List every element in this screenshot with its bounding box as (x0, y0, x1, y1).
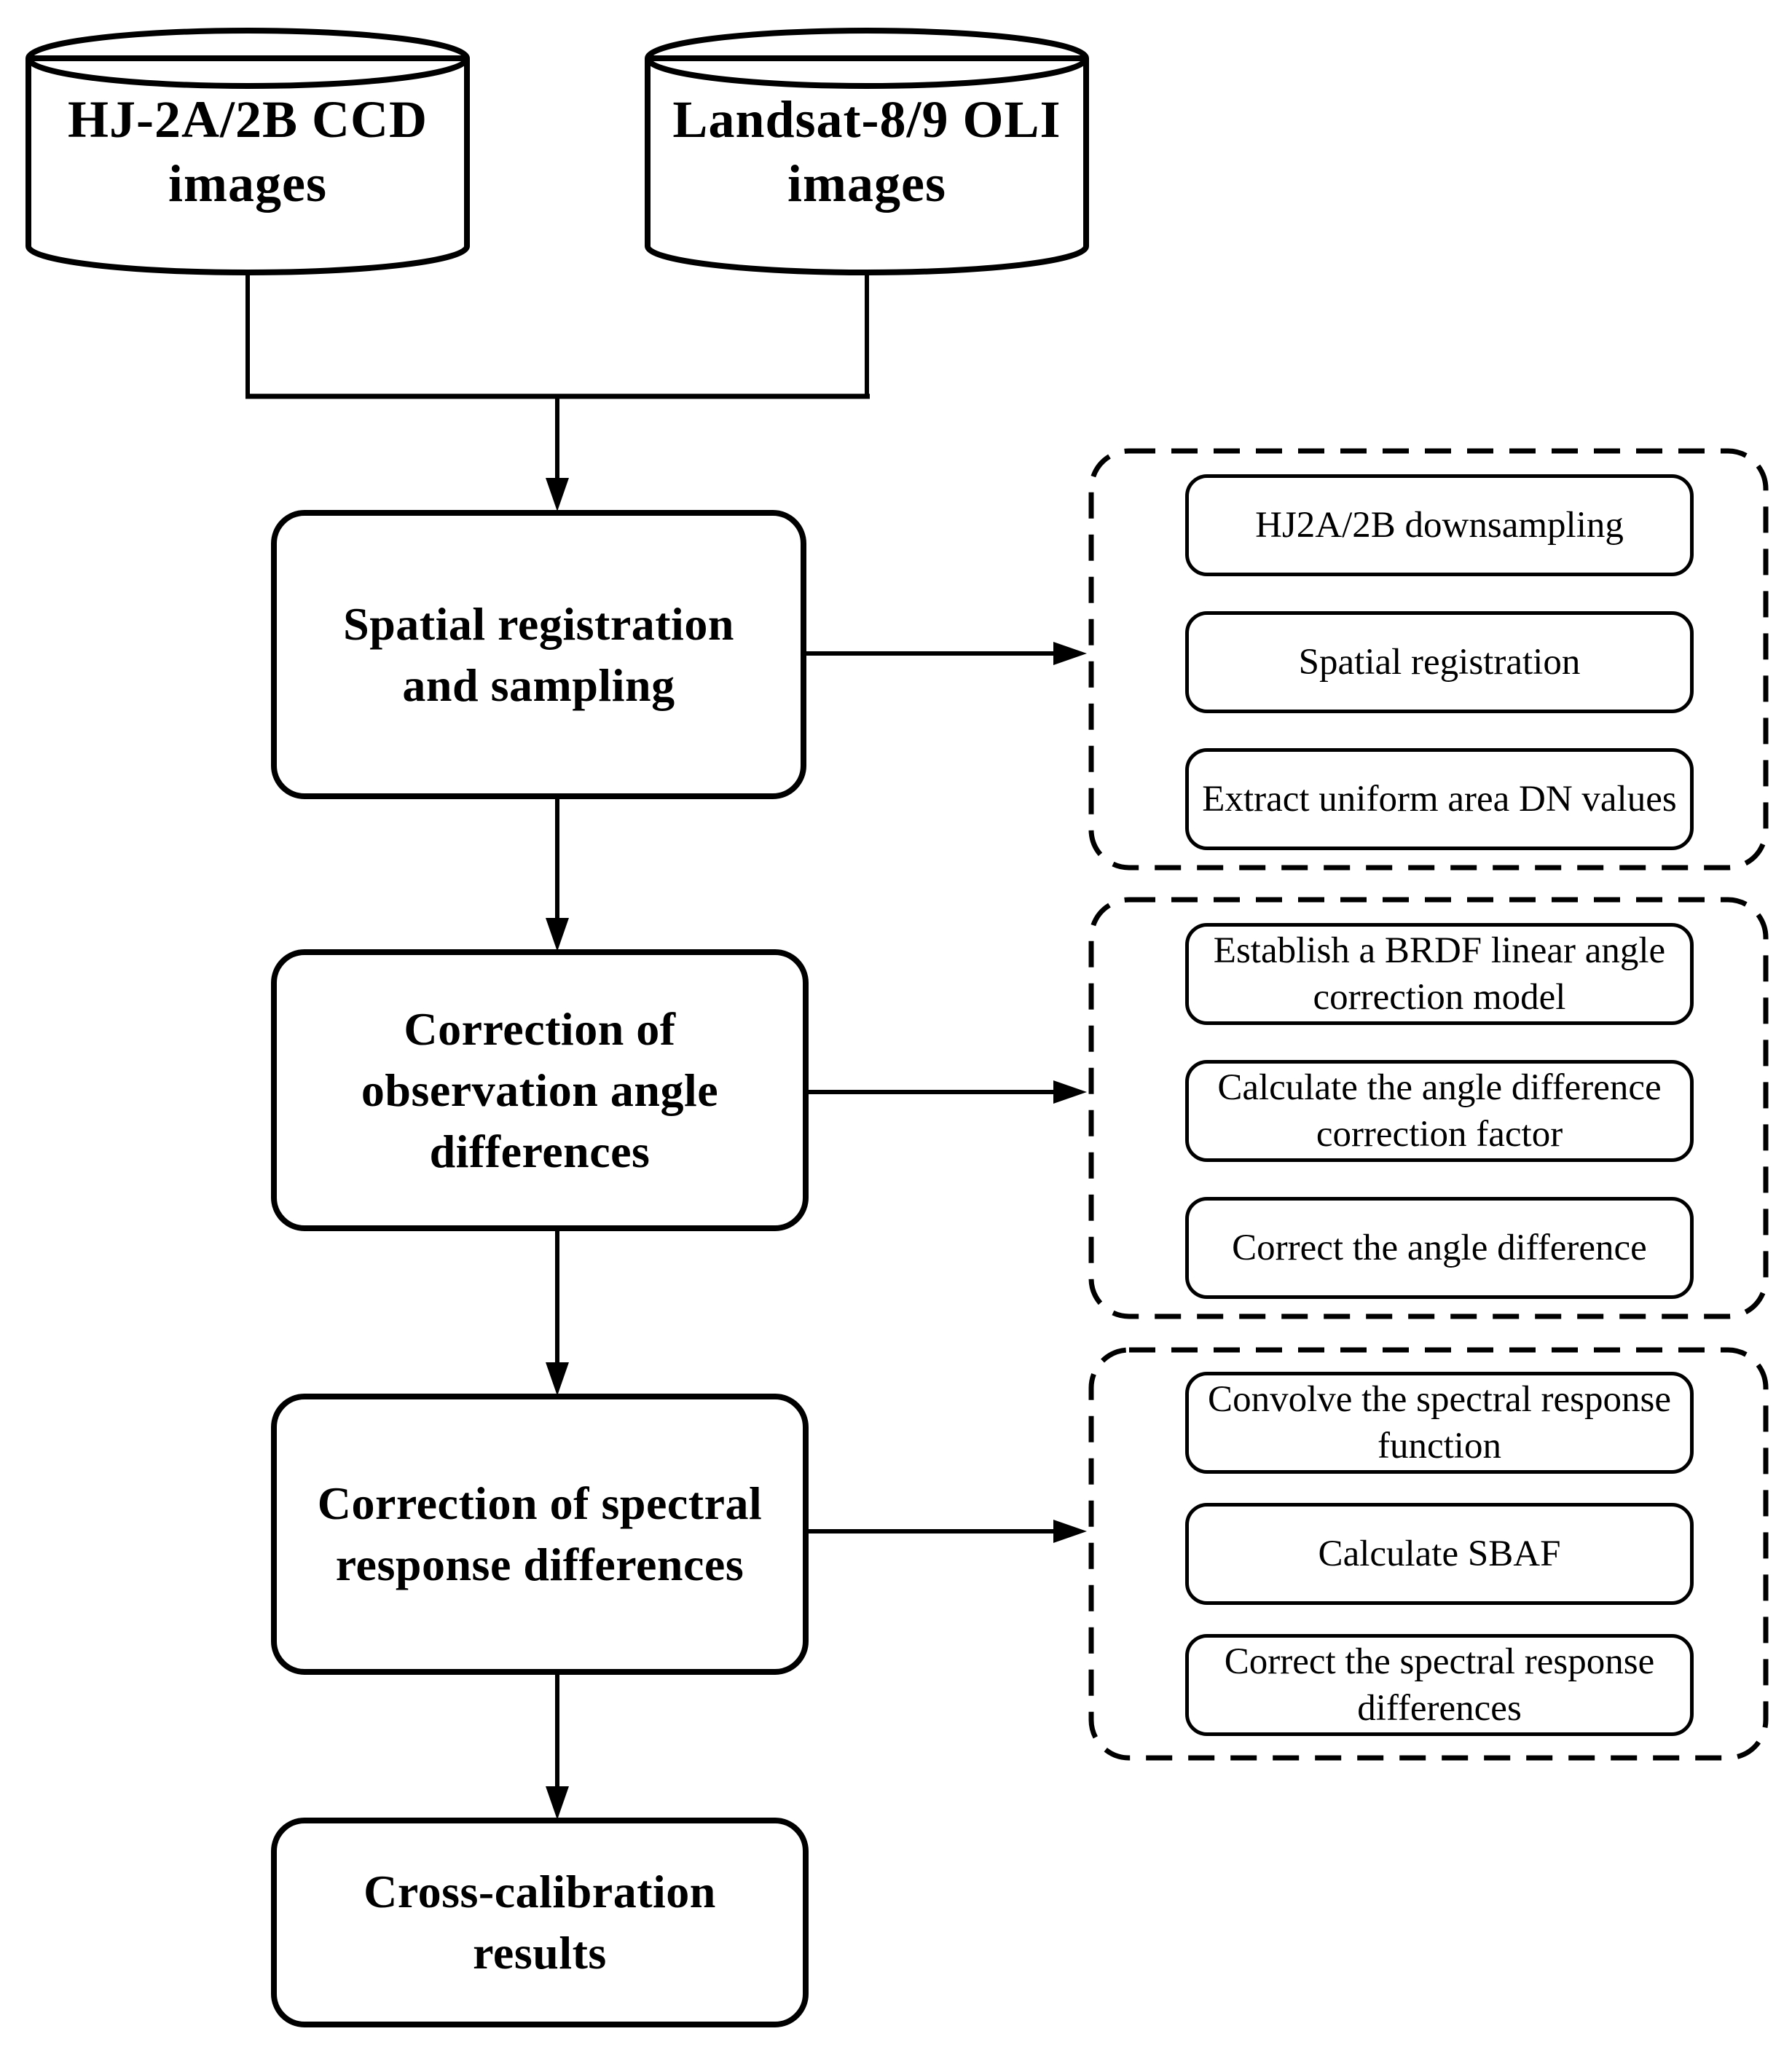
cylinder-label-line: images (787, 154, 946, 213)
step-label-line: differences (429, 1125, 651, 1177)
detail-box-hj-downsampling: HJ2A/2B downsampling (1185, 474, 1694, 576)
detail-label-line: Convolve the spectral response (1208, 1379, 1671, 1420)
step-box-spatial-registration: Spatial registration and sampling (271, 510, 806, 799)
detail-box-angle-correction-factor: Calculate the angle difference correctio… (1185, 1060, 1694, 1162)
step-label-line: Correction of spectral (317, 1477, 763, 1529)
detail-box-extract-dn-values: Extract uniform area DN values (1185, 748, 1694, 850)
detail-label-line: Spatial registration (1298, 642, 1581, 683)
step-label-line: observation angle (361, 1064, 719, 1116)
step-label-line: results (473, 1927, 607, 1979)
detail-label-line: Correct the spectral response (1224, 1641, 1655, 1682)
detail-label-line: function (1378, 1426, 1501, 1466)
detail-box-convolve-srf: Convolve the spectral response function (1185, 1372, 1694, 1474)
arrow-step3-to-details (803, 1520, 1087, 1543)
step-box-angle-correction: Correction of observation angle differen… (271, 949, 809, 1231)
detail-label-line: differences (1357, 1688, 1522, 1729)
arrow-step2-to-details (803, 1080, 1087, 1104)
step-label-line: Spatial registration (343, 597, 734, 650)
arrowhead-down-icon (546, 918, 569, 951)
detail-box-correct-spectral-differences: Correct the spectral response difference… (1185, 1634, 1694, 1736)
arrowhead-down-icon (546, 1786, 569, 1820)
detail-box-calculate-sbaf: Calculate SBAF (1185, 1503, 1694, 1605)
step-label-line: and sampling (402, 659, 675, 711)
step-label-line: response differences (335, 1539, 744, 1590)
step-label-line: Correction of (404, 1002, 676, 1055)
dashed-group-spectral (1088, 1347, 1769, 1761)
arrow-step2-to-step3 (546, 1231, 569, 1396)
dashed-group-angle (1088, 897, 1769, 1319)
detail-label-line: Establish a BRDF linear angle (1213, 930, 1666, 971)
detail-label-line: correction model (1313, 977, 1566, 1018)
arrowhead-right-icon (1053, 1520, 1087, 1543)
cylinder-label-line: Landsat-8/9 OLI (672, 90, 1061, 149)
cylinder-label-line: HJ-2A/2B CCD (68, 90, 428, 149)
detail-label-line: correction factor (1316, 1114, 1563, 1155)
step-box-cross-calibration-results: Cross-calibration results (271, 1818, 809, 2027)
arrowhead-right-icon (1053, 1080, 1087, 1104)
cylinder-label-line: images (168, 154, 327, 213)
cylinder-landsat-oli (645, 28, 1089, 275)
detail-label-line: HJ2A/2B downsampling (1255, 505, 1624, 546)
detail-label-line: Extract uniform area DN values (1202, 779, 1677, 820)
dashed-group-sampling (1088, 448, 1769, 871)
step-label-line: Cross-calibration (363, 1866, 716, 1917)
step-box-spectral-correction: Correction of spectral response differen… (271, 1394, 809, 1675)
detail-label-line: Correct the angle difference (1232, 1228, 1647, 1268)
detail-label-line: Calculate the angle difference (1217, 1067, 1662, 1108)
arrow-step3-to-step4 (546, 1673, 569, 1820)
arrowhead-down-icon (546, 1362, 569, 1396)
cylinder-label-landsat-oli: Landsat-8/9 OLI images (648, 87, 1086, 216)
detail-box-correct-angle-difference: Correct the angle difference (1185, 1197, 1694, 1299)
detail-label-line: Calculate SBAF (1318, 1533, 1561, 1574)
detail-box-spatial-registration: Spatial registration (1185, 611, 1694, 713)
cylinder-label-hj-ccd: HJ-2A/2B CCD images (28, 87, 467, 216)
arrow-to-step-1 (546, 396, 569, 511)
detail-box-brdf-model: Establish a BRDF linear angle correction… (1185, 923, 1694, 1025)
arrowhead-right-icon (1053, 642, 1087, 665)
arrow-step1-to-step2 (546, 799, 569, 951)
arrowhead-down-icon (546, 478, 569, 511)
arrow-step1-to-details (801, 642, 1087, 665)
